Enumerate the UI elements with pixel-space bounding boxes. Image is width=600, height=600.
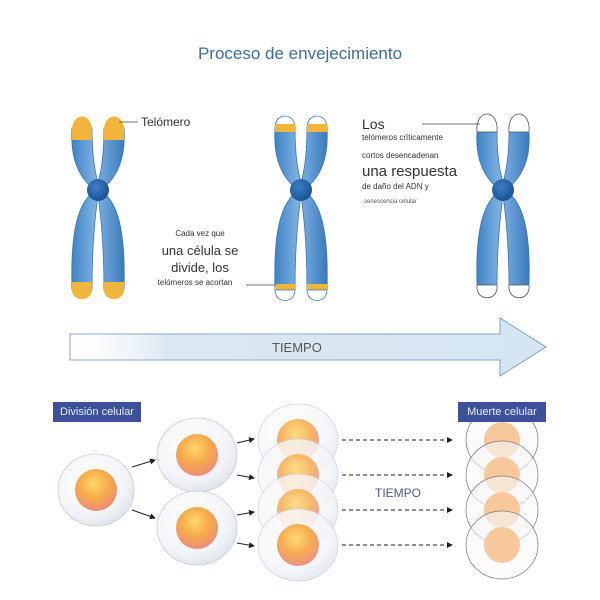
step2-line1: Cada vez que [175, 229, 225, 238]
step2-line4: telómeros se acortan [157, 278, 233, 287]
time-arrow [69, 317, 547, 377]
centromere [87, 179, 109, 201]
cells-time-label: TIEMPO [375, 486, 422, 500]
chromosome-shortened-telomeres [274, 115, 328, 301]
step2-line3: divide, los [171, 260, 229, 275]
chromosome-critical-telomeres [476, 113, 530, 299]
step3-line3: cortos desencadenan [362, 151, 439, 160]
dying-cells [465, 405, 539, 580]
telomere-top-left [72, 116, 92, 140]
step3-line2: telómeros críticamente [362, 133, 443, 142]
division-badge: División celular [53, 402, 141, 422]
step3-line4: una respuesta [362, 163, 458, 180]
cell-generation-3 [257, 403, 339, 582]
step2-line2: una célula se [161, 243, 239, 258]
step3-line6: senescencia celular [364, 199, 417, 205]
time-dashed-arrows [342, 437, 453, 548]
telomere-bottom-left [72, 282, 92, 299]
death-badge: Muerte celular [458, 402, 546, 422]
step3-line1: Los [362, 116, 385, 132]
telomere-bottom-right [104, 282, 124, 299]
time-arrow-label: TIEMPO [272, 340, 322, 355]
step3-line5: de daño del ADN y [362, 182, 429, 191]
page-title: Proceso de envejecimiento [197, 44, 403, 63]
cell-generation-1 [57, 453, 135, 527]
telomere-top-right [104, 116, 124, 140]
telomere-label: Telómero [141, 115, 191, 129]
cell-generation-2 [156, 417, 238, 566]
chromosome-long-telomeres [71, 116, 125, 299]
